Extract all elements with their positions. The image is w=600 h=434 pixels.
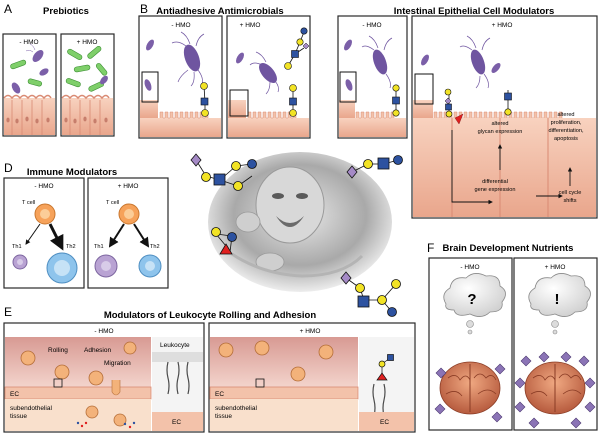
altered-prolif-label-4: apoptosis	[554, 136, 578, 142]
question-mark: ?	[467, 291, 476, 308]
panel-f-plus-label: + HMO	[545, 264, 566, 271]
leukocyte-icon	[20, 341, 137, 427]
cell-cycle-label: cell cycle	[559, 190, 582, 196]
zoom-box	[229, 89, 249, 117]
panel-e-plus-label: + HMO	[300, 328, 321, 335]
tissue-label-2: tissue	[10, 413, 27, 420]
panel-c: Intestinal Epithelial Cell Modulators - …	[337, 6, 598, 219]
bacteria-icon	[421, 35, 501, 89]
cell-signaling-diagram: altered glycan expression differential g…	[451, 112, 584, 205]
panel-a: A Prebiotics - HMO + HMO	[2, 2, 115, 137]
brain-illustration-icon	[524, 361, 586, 415]
diff-gene-label-2: gene expression	[474, 187, 515, 193]
panel-f-minus-label: - HMO	[460, 264, 479, 271]
baby-photo	[208, 152, 392, 292]
altered-prolif-label-2: proliferation,	[551, 120, 582, 126]
panel-b: B Antiadhesive Antimicrobials - HMO + HM…	[138, 2, 311, 139]
th1-label: Th1	[12, 244, 22, 250]
blood-vessel	[210, 337, 358, 387]
bacteria-icon	[10, 43, 49, 94]
panel-letter-d: D	[4, 161, 13, 175]
epithelium	[4, 98, 55, 135]
adhesion-label: Adhesion	[84, 347, 111, 354]
panel-letter-a: A	[4, 2, 12, 16]
exclamation-mark: !	[555, 291, 560, 308]
ec-label: EC	[215, 391, 224, 398]
th2-label: Th2	[66, 244, 76, 250]
panel-d: D Immune Modulators - HMO + HMO T cell T…	[3, 161, 169, 289]
panel-f-title: Brain Development Nutrients	[443, 243, 574, 254]
panel-b-plus-label: + HMO	[240, 22, 261, 29]
diff-gene-label: differential	[482, 179, 508, 185]
altered-glycan-label: altered	[491, 121, 508, 127]
cell-cycle-label-2: shifts	[563, 198, 576, 204]
altered-prolif-label: altered	[557, 112, 574, 118]
epithelium	[62, 98, 113, 135]
glycan-structure-icon	[376, 354, 394, 381]
panel-d-title: Immune Modulators	[27, 167, 117, 178]
panel-a-plus-label: + HMO	[77, 39, 98, 46]
th1-label: Th1	[94, 244, 104, 250]
altered-prolif-label-3: differentiation,	[548, 128, 583, 134]
altered-glycan-label-2: glycan expression	[478, 129, 523, 135]
panel-e-title: Modulators of Leukocyte Rolling and Adhe…	[104, 310, 317, 321]
brain-illustration-icon	[439, 361, 501, 415]
panel-c-plus-label: + HMO	[492, 22, 513, 29]
panel-d-plus-label: + HMO	[118, 183, 139, 190]
bacteria-icon	[65, 46, 108, 92]
panel-c-minus-label: - HMO	[362, 22, 381, 29]
epithelial-cells	[413, 118, 596, 217]
rolling-label: Rolling	[48, 347, 68, 354]
ec-label: EC	[10, 391, 19, 398]
panel-e-minus-label: - HMO	[94, 328, 113, 335]
tissue-label-2: tissue	[215, 413, 232, 420]
panel-a-title: Prebiotics	[43, 6, 89, 17]
zoom-box	[141, 71, 159, 103]
tcell-label: T cell	[106, 200, 119, 206]
panel-b-title: Antiadhesive Antimicrobials	[156, 6, 283, 17]
endothelium	[209, 386, 359, 400]
ec-label-zoom: EC	[172, 419, 181, 426]
thought-bubble-icon: !	[528, 273, 591, 335]
panel-f: F Brain Development Nutrients - HMO + HM…	[427, 241, 598, 431]
panel-c-title: Intestinal Epithelial Cell Modulators	[394, 6, 554, 17]
bacteria-icon	[144, 31, 205, 91]
bacteria-icon	[344, 35, 400, 117]
ec-label-zoom: EC	[380, 419, 389, 426]
glycan-structure-icon	[211, 227, 237, 255]
glycan-structure-icon	[346, 155, 403, 179]
tcell-label: T cell	[22, 200, 35, 206]
tissue-label: subendothelial	[215, 405, 257, 412]
migration-label: Migration	[104, 360, 131, 367]
panel-b-minus-label: - HMO	[171, 22, 190, 29]
panel-letter-f: F	[427, 241, 434, 255]
panel-e: E Modulators of Leukocyte Rolling and Ad…	[3, 305, 416, 433]
panel-d-minus-label: - HMO	[34, 183, 53, 190]
leukocyte-icon	[218, 340, 334, 382]
leukocyte-label: Leukocyte	[160, 342, 190, 349]
th2-label: Th2	[150, 244, 160, 250]
glycan-structure-icon	[340, 271, 401, 317]
endothelium	[4, 386, 152, 400]
panel-d-minus-box	[3, 177, 85, 289]
zoom-box	[339, 71, 357, 103]
glycan-structure-icon	[200, 82, 209, 117]
thought-bubble-icon: ?	[443, 273, 506, 335]
glycan-structure-icon	[284, 27, 310, 117]
glycan-structure-icon	[444, 88, 512, 125]
glycan-structure-icon	[190, 153, 257, 191]
tissue-label: subendothelial	[10, 405, 52, 412]
bacteria-icon	[236, 51, 279, 95]
panel-a-minus-label: - HMO	[19, 39, 38, 46]
zoom-box	[414, 73, 434, 105]
sialic-acid-markers	[434, 351, 596, 429]
panel-letter-e: E	[4, 305, 12, 319]
panel-letter-b: B	[140, 2, 148, 16]
